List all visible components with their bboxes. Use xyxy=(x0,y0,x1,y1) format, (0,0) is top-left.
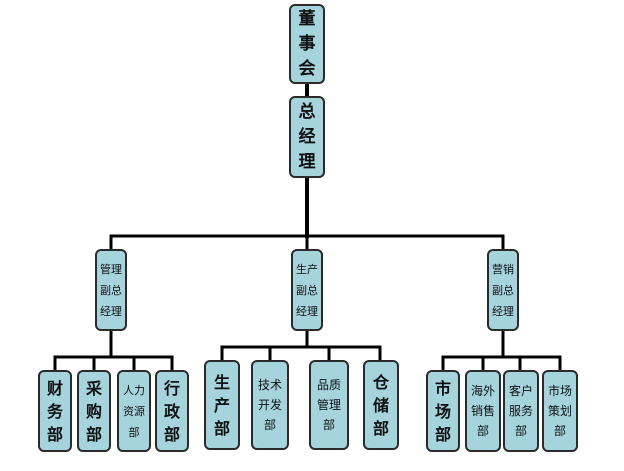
dept-overseas-box: 海外 销售 部 xyxy=(465,370,501,452)
dept-hr-box: 人力 资源 部 xyxy=(117,370,151,452)
dept-quality-box: 品质 管理 部 xyxy=(309,360,349,450)
dept-purchasing-label: 采 购 部 xyxy=(85,378,102,444)
dept-planning-box: 市场 策划 部 xyxy=(542,370,578,452)
board-label: 董 事 会 xyxy=(298,8,316,79)
vp-production-label: 生产 副总 经理 xyxy=(296,262,318,318)
dept-storage-label: 仓 储 部 xyxy=(372,372,389,438)
general-manager-box: 总 经 理 xyxy=(289,96,325,178)
dept-tech-label: 技术 开发 部 xyxy=(257,378,282,432)
dept-market-box: 市 场 部 xyxy=(426,370,460,452)
dept-overseas-label: 海外 销售 部 xyxy=(470,384,495,438)
dept-finance-label: 财 务 部 xyxy=(46,378,63,444)
dept-planning-label: 市场 策划 部 xyxy=(547,384,572,438)
vp-marketing-box: 营销 副总 经理 xyxy=(487,249,519,331)
dept-service-box: 客户 服务 部 xyxy=(503,370,539,452)
dept-service-label: 客户 服务 部 xyxy=(508,384,533,438)
dept-finance-box: 财 务 部 xyxy=(38,370,72,452)
board-box: 董 事 会 xyxy=(289,4,325,84)
dept-purchasing-box: 采 购 部 xyxy=(77,370,111,452)
dept-production-box: 生 产 部 xyxy=(204,360,240,450)
dept-hr-label: 人力 资源 部 xyxy=(123,383,145,439)
dept-admin-box: 行 政 部 xyxy=(155,370,189,452)
dept-storage-box: 仓 储 部 xyxy=(363,360,399,450)
vp-production-box: 生产 副总 经理 xyxy=(291,249,323,331)
dept-tech-box: 技术 开发 部 xyxy=(251,360,289,450)
dept-quality-label: 品质 管理 部 xyxy=(316,378,341,432)
dept-admin-label: 行 政 部 xyxy=(163,378,180,444)
vp-management-label: 管理 副总 经理 xyxy=(100,262,122,318)
dept-market-label: 市 场 部 xyxy=(434,378,451,444)
vp-management-box: 管理 副总 经理 xyxy=(95,249,127,331)
vp-marketing-label: 营销 副总 经理 xyxy=(492,262,514,318)
general-manager-label: 总 经 理 xyxy=(298,101,316,172)
dept-production-label: 生 产 部 xyxy=(213,372,230,438)
